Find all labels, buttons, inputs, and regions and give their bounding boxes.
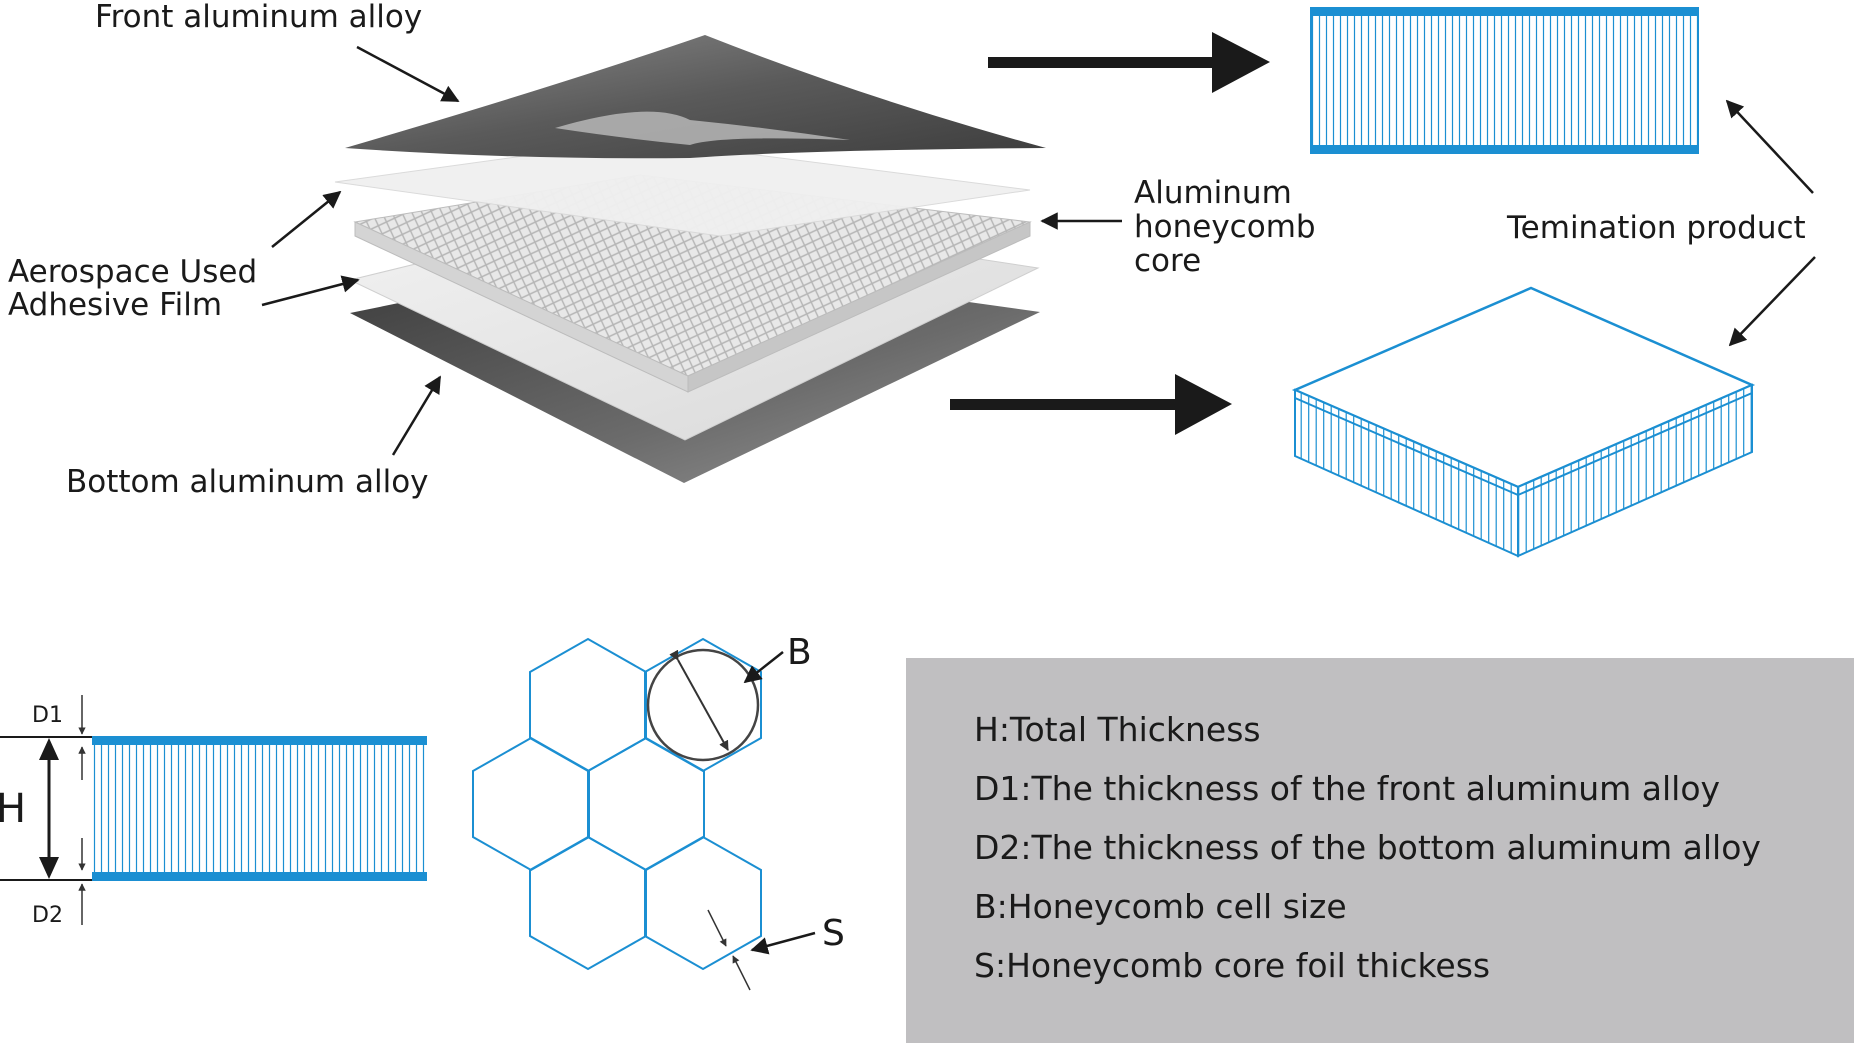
b-label: B <box>787 632 812 673</box>
process-arrow-top <box>988 32 1270 93</box>
front-alloy-plate <box>345 35 1046 159</box>
core-label-line1: Aluminum <box>1134 175 1292 211</box>
termination-section-view <box>1310 7 1699 154</box>
termination-pointer-up <box>1725 99 1814 194</box>
termination-label: Temination product <box>1506 210 1806 246</box>
legend-item-d2: D2:The thickness of the bottom aluminum … <box>974 828 1761 867</box>
legend-box: H:Total Thickness D1:The thickness of th… <box>906 658 1854 1043</box>
honeycomb-core-layer <box>353 174 1032 393</box>
front-alloy-label: Front aluminum alloy <box>95 0 422 35</box>
core-label-line2: honeycomb <box>1134 209 1316 245</box>
termination-iso-block <box>1291 286 1756 558</box>
d2-label: D2 <box>32 903 63 928</box>
bottom-alloy-pointer <box>391 375 442 456</box>
honeycomb-cells <box>472 637 762 971</box>
s-label: S <box>822 913 845 954</box>
h-label: H <box>0 786 26 832</box>
legend-item-d1: D1:The thickness of the front aluminum a… <box>974 769 1721 808</box>
adhesive-pointer-lower <box>261 275 360 307</box>
foil-thickness-indicator <box>707 909 816 991</box>
process-arrow-bottom <box>950 374 1232 435</box>
legend-item-s: S:Honeycomb core foil thickess <box>974 946 1491 985</box>
legend-item-b: B:Honeycomb cell size <box>974 887 1347 926</box>
core-label-line3: core <box>1134 243 1201 279</box>
d1-label: D1 <box>32 703 63 728</box>
legend-item-h: H:Total Thickness <box>974 710 1261 749</box>
layer-stack <box>334 35 1046 483</box>
cell-size-indicator <box>646 648 784 762</box>
adhesive-label-line2: Adhesive Film <box>8 287 222 323</box>
bottom-alloy-label: Bottom aluminum alloy <box>66 464 429 500</box>
front-alloy-pointer <box>356 45 460 103</box>
thickness-section <box>0 695 427 925</box>
termination-pointer-down <box>1728 256 1816 347</box>
adhesive-label-line1: Aerospace Used <box>8 254 257 290</box>
adhesive-pointer-upper <box>271 190 342 248</box>
